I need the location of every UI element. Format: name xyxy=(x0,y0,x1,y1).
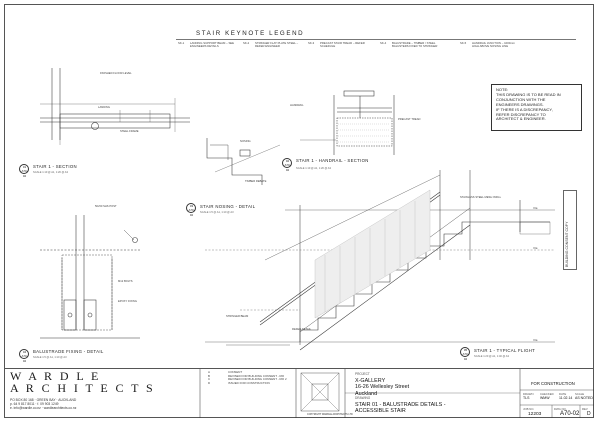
view-title-03: STAIR NOSING - DETAIL xyxy=(200,204,256,209)
checked-label: CHECKED xyxy=(540,392,554,396)
keynote-text: LANDING SUPPORT BEAM – SEE ENGINEERS DET… xyxy=(190,41,235,49)
drawn-value: TLS xyxy=(523,396,530,400)
date-value: 11.02.14 xyxy=(559,396,573,400)
consent-stamp: BUILDING CONSENT COPY xyxy=(563,190,577,270)
view-title-02: STAIR 1 - HANDRAIL - SECTION xyxy=(296,158,369,163)
keynote-item: SK-3 PRECAST STAIR TREAD – REFER SCHEDULE xyxy=(308,41,366,49)
keynote-legend-title: STAIR KEYNOTE LEGEND xyxy=(196,30,305,37)
anno-steel-frame: STEEL FRAME xyxy=(120,130,139,133)
keynote-item: SK-2 STRINGER FLAT PLATE STEEL – REFER EN… xyxy=(243,41,301,49)
keynote-text: STRINGER FLAT PLATE STEEL – REFER ENGINE… xyxy=(255,41,299,49)
note-line: ENGINEERS DRAWINGS. xyxy=(496,101,544,107)
anno-rebate: TIMBER REBATE xyxy=(245,180,267,183)
stamp-text: BUILDING CONSENT COPY xyxy=(565,221,569,267)
address-line: PO BOX 80 168 · GREEN BAY · AUCKLAND xyxy=(10,398,77,402)
anno-handrail: HANDRAIL xyxy=(290,104,304,107)
keynote-text: BALUSTRADE – TIMBER / STEEL BALUSTERS FI… xyxy=(392,41,438,49)
keynote-code: SK-4 xyxy=(380,41,387,45)
view-scale-03: SCALE 1:5 @ A1, 1:10 @ A3 xyxy=(200,211,234,214)
keynote-code: SK-3 xyxy=(308,41,315,45)
keynote-item: SK-4 BALUSTRADE – TIMBER / STEEL BALUSTER… xyxy=(380,41,438,49)
keynote-code: SK-5 xyxy=(460,41,467,45)
view-scale-05: SCALE 1:20 @ A1, 1:40 @ A3 xyxy=(474,355,509,358)
project-name: X-GALLERY 16-26 Wellesley Street Aucklan… xyxy=(355,378,410,397)
keynote-code: SK-1 xyxy=(178,41,185,45)
anno-refer: REFER DETAIL xyxy=(292,328,312,331)
anno-epoxy: EPOXY FIXING xyxy=(118,300,137,303)
rev-label: REV xyxy=(582,407,588,411)
general-note-box: NOTE: THIS DRAWING IS TO BE READ IN CONJ… xyxy=(491,84,582,131)
job-number: 12203 xyxy=(528,412,542,417)
anno-bolt: M12 BOLTS xyxy=(118,280,133,283)
checked-value: WMW xyxy=(540,396,550,400)
anno-ve-bot: V.E. xyxy=(533,338,539,342)
title-block: W A R D L E A R C H I T E C T S PO BOX 8… xyxy=(4,368,594,419)
keynote-item: SK-1 LANDING SUPPORT BEAM – SEE ENGINEERS… xyxy=(178,41,236,49)
view-scale-01: SCALE 1:10 @ A1, 1:20 @ A3 xyxy=(33,171,68,174)
drawing-label: DRAWING xyxy=(355,396,371,400)
drawing-number: A70-02 xyxy=(560,411,580,417)
sheet-border xyxy=(4,4,594,418)
firm-address: PO BOX 80 168 · GREEN BAY · AUCKLAND p. … xyxy=(10,398,140,411)
note-line: REFER DISCREPANCY TO xyxy=(496,111,546,117)
drawn-label: DRAWN xyxy=(523,392,534,396)
anno-landing: LANDING xyxy=(98,106,110,109)
note-line: IF THERE IS A DISCREPANCY, xyxy=(496,106,553,112)
view-title-05: STAIR 1 - TYPICAL FLIGHT xyxy=(474,348,536,353)
date-label: DATE xyxy=(559,392,567,396)
job-label: JOB NO. xyxy=(523,407,535,411)
revision-letter: D xyxy=(587,411,591,417)
anno-stringer: STRINGER BEAM xyxy=(226,315,249,318)
note-line: ARCHITECT & ENGINEER. xyxy=(496,116,546,122)
anno-finished-floor: FINISHED FLOOR LEVEL xyxy=(100,72,132,75)
status-badge: FOR CONSTRUCTION xyxy=(531,381,575,386)
firm-logo-line1: W A R D L E xyxy=(10,369,101,383)
view-scale-04: SCALE 1:5 @ A1, 1:10 @ A3 xyxy=(33,356,67,359)
view-title-04: BALUSTRADE FIXING - DETAIL xyxy=(33,349,104,354)
keynote-text: HANDRAIL JUNCTION – 1000mm HIGH ABOVE NO… xyxy=(472,41,515,49)
anno-mesh: STAINLESS STEEL MESH INFILL xyxy=(460,196,502,199)
view-scale-02: SCALE 1:10 @ A1, 1:20 @ A3 xyxy=(296,167,331,170)
dwg-label: DWG NO. xyxy=(554,407,567,411)
note-line: THIS DRAWING IS TO BE READ IN xyxy=(496,91,561,97)
drawing-title: STAIR 01 - BALUSTRADE DETAILS - ACCESSIB… xyxy=(355,402,446,415)
anno-precast: PRECAST TREAD xyxy=(398,118,421,121)
anno-ve-top: V.E. xyxy=(533,206,539,210)
keynote-text: PRECAST STAIR TREAD – REFER SCHEDULE xyxy=(320,41,365,49)
keynote-code: SK-2 xyxy=(243,41,250,45)
keynote-item: SK-5 HANDRAIL JUNCTION – 1000mm HIGH ABOV… xyxy=(460,41,518,49)
anno-ve-mid: V.E. xyxy=(533,246,539,250)
view-title-01: STAIR 1 - SECTION xyxy=(33,164,77,169)
anno-post: 50x50 SHS POST xyxy=(95,205,117,208)
address-line: e. info@wardle.co.nz · wardlearchitects.… xyxy=(10,406,77,411)
firm-logo-line2: A R C H I T E C T S xyxy=(10,381,156,395)
note-line: CONJUNCTION WITH THE xyxy=(496,96,546,102)
copyright-note: COPYRIGHT WARDLE ARCHITECTS LTD xyxy=(307,413,353,416)
legend-divider xyxy=(176,39,576,40)
scale-value: AS NOTED xyxy=(575,396,593,400)
anno-nosing: NOSING xyxy=(240,140,251,143)
project-label: PROJECT xyxy=(355,372,370,376)
scale-label: SCALE xyxy=(575,392,585,396)
note-line: NOTE: xyxy=(496,87,509,92)
address-line: p. 64 9 817 8011 · f. 09 903 1249 xyxy=(10,402,59,407)
